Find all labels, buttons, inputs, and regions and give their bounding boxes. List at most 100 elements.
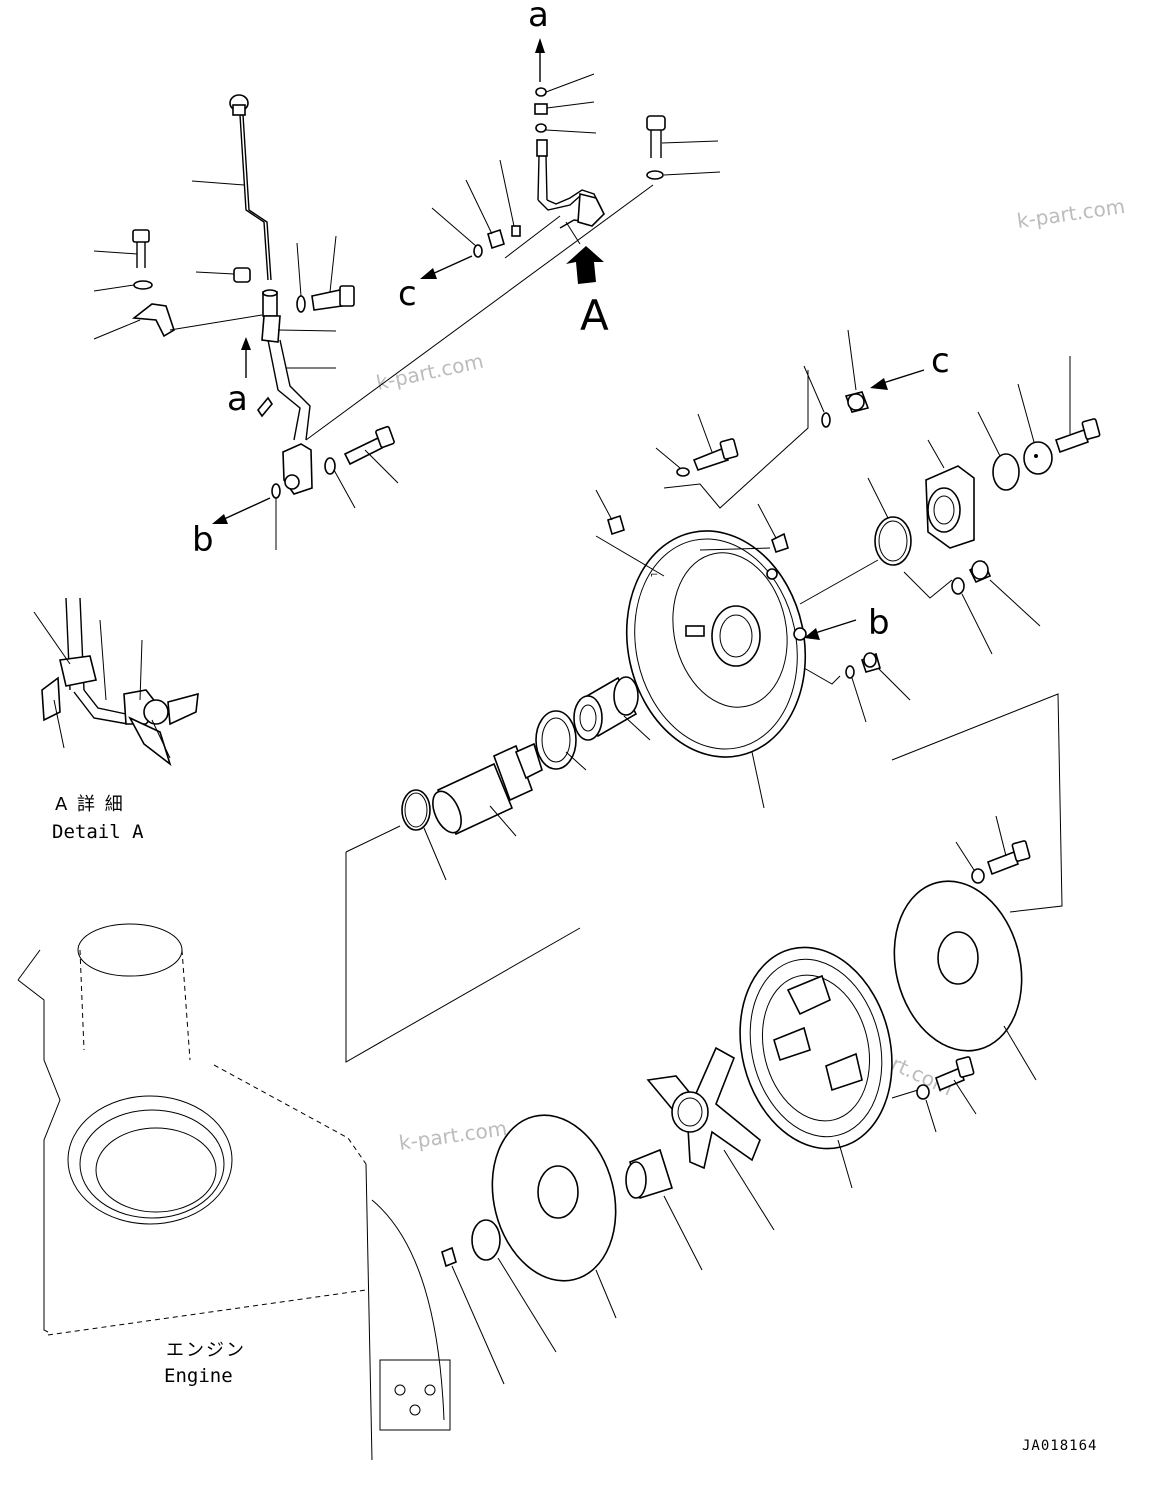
detail-leader-1: [33, 611, 71, 665]
bolt-head-lower: [375, 425, 395, 449]
leader-seal-ring: [565, 751, 587, 771]
label-c-left: c: [398, 274, 417, 314]
leader-washer-coupling-bottom: [925, 1099, 937, 1133]
oring-right: [992, 453, 1020, 491]
detail-plate: [128, 716, 172, 767]
bolt-shank-coupling-top: [986, 850, 1020, 876]
plug-bracket-lines: [595, 535, 771, 577]
engine-flange-hole-3: [409, 1404, 421, 1416]
label-c-right: c: [931, 341, 950, 381]
drive-shaft-tip: [514, 742, 543, 780]
bearing-retainer-bore: [927, 487, 961, 533]
leader-guide-clamp: [277, 329, 337, 332]
leader-flex-plate-front: [595, 1269, 617, 1319]
leader-elbow: [504, 215, 561, 259]
engine-turbo-sides: [79, 949, 191, 1061]
hose-end: [536, 139, 548, 157]
bolt-shank-pipe: [311, 289, 343, 311]
leader-small-plug: [499, 159, 515, 227]
shaft-group: [345, 676, 651, 1063]
upper-left-pipe-assembly: a b: [93, 94, 654, 560]
oring-small-lower: [845, 665, 855, 679]
arrow-c-left-head: [420, 268, 437, 279]
small-plug: [511, 225, 521, 237]
engine-bell-mid: [79, 1109, 225, 1219]
engine-left-edge: [17, 949, 61, 1333]
housing-tab: [685, 625, 705, 637]
leader-shaft: [489, 805, 517, 837]
pipe-cap: [233, 267, 251, 283]
main-housing-group: ⌐ b c: [595, 329, 1101, 809]
label-view-A: A: [580, 291, 609, 340]
leader-oring-fitting-c: [803, 365, 825, 413]
oring-shaft-left-inner: [404, 792, 428, 828]
bolt-shank-ul: [136, 242, 146, 268]
leader-bracket-ul: [93, 319, 141, 340]
bolt-shank-top-right: [650, 130, 662, 158]
leader-fitting-c: [847, 329, 857, 391]
bolt-head-pipe: [339, 285, 355, 307]
fitting-top: [534, 103, 548, 115]
dipstick-rod-edge: [242, 114, 272, 281]
flex-plate-rear-bore: [937, 931, 979, 985]
leader-plug-small-lower: [877, 667, 911, 701]
leader-housing: [751, 751, 765, 809]
watermark-1: k-part.com: [1015, 194, 1126, 233]
plug-small-lower-head: [863, 652, 877, 668]
flange-port: [284, 474, 300, 490]
dipstick-tube: [267, 339, 311, 441]
leader-drive-spider: [723, 1149, 775, 1231]
plug-right-head: [971, 560, 989, 580]
bolt-housing-link: [663, 370, 809, 509]
dipstick-guide-clamp: [261, 315, 281, 343]
coupling-housing-outer: [739, 946, 893, 1150]
leader-washer-ul: [93, 284, 135, 292]
leader-washer-housing-top: [655, 447, 681, 469]
coupling-pocket-3: [773, 1026, 811, 1062]
leader-oring-small-lower: [851, 677, 867, 723]
small-disc: [471, 1219, 501, 1261]
plug-1: [607, 514, 625, 536]
leader-bolt-ul: [93, 250, 138, 255]
coupling-pocket-2: [825, 1052, 863, 1092]
bearing-back: [613, 676, 639, 716]
label-b-left: b: [192, 520, 214, 560]
leader-flex-plate-rear: [1003, 1025, 1037, 1081]
leader-bolt-coupling-top: [995, 815, 1007, 857]
washer-ul: [133, 280, 153, 290]
cover-disc-center: [1034, 454, 1038, 458]
engine-turbo-top: [77, 923, 183, 977]
bolt-head-right: [1081, 418, 1101, 440]
detail-pipe-bend: [73, 689, 129, 725]
engine-flange-plate: [379, 1359, 451, 1431]
connection-line-upper: [305, 184, 654, 441]
leader-oring-shaft-left: [423, 827, 447, 881]
dipstick-rod: [239, 114, 269, 281]
label-a-left: a: [227, 379, 248, 419]
engine-block-dashed: [47, 1064, 367, 1336]
leader-spring-pin: [451, 1265, 505, 1385]
leader-bolt-top-right: [661, 140, 719, 144]
detail-leader-5: [151, 719, 171, 759]
bearing-front-inner: [579, 704, 597, 732]
coupling-pocket-1: [786, 974, 831, 1016]
view-A-arrow: [566, 246, 604, 284]
bolt-shank-coupling-bottom: [935, 1066, 965, 1092]
housing-bore: [711, 605, 761, 667]
arrow-b-right-head: [804, 628, 820, 640]
elbow-clip: [565, 221, 581, 245]
arrow-c-right-head: [870, 378, 888, 390]
coupling-group: [441, 693, 1063, 1385]
leader-oring-right: [977, 411, 1001, 457]
leader-bracket-link: [169, 314, 263, 331]
leader-bearing: [623, 715, 651, 741]
engine-bell-inner: [95, 1127, 217, 1213]
engine-label-jp: エンジン: [166, 1340, 246, 1361]
leader-bolt-coupling-bottom: [953, 1079, 977, 1115]
leader-bearing-retainer: [927, 439, 945, 469]
leader-oring-pipe: [296, 242, 302, 297]
oring-lower: [271, 483, 281, 499]
detail-A-view: A 詳 細 Detail A: [33, 597, 199, 843]
spring-pin: [441, 1246, 457, 1268]
